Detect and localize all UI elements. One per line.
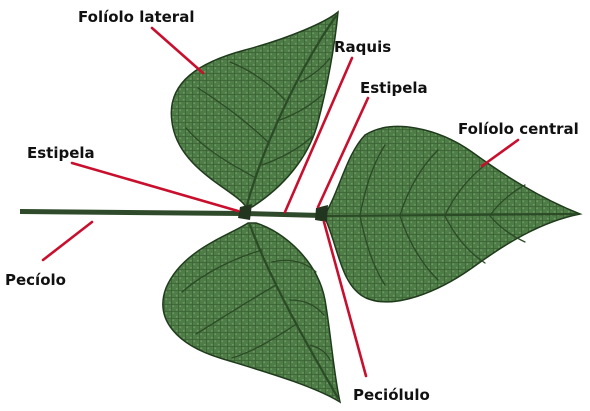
label-stipel-left: Estipela xyxy=(27,144,95,162)
label-petiolule: Peciólulo xyxy=(353,386,430,404)
upper-lateral-leaflet xyxy=(171,12,338,207)
leader-petiole xyxy=(43,222,92,260)
label-stipel-right: Estipela xyxy=(360,79,428,97)
central-leaflet xyxy=(324,127,580,302)
label-rachis: Raquis xyxy=(334,38,391,56)
leader-lateral-leaflet xyxy=(152,28,203,73)
label-lateral-leaflet: Folíolo lateral xyxy=(78,8,194,26)
label-petiole: Pecíolo xyxy=(5,271,66,289)
petiole-stalk xyxy=(20,209,322,218)
label-central-leaflet: Folíolo central xyxy=(458,120,579,138)
stipel-left-shape xyxy=(238,204,252,220)
lower-lateral-leaflet xyxy=(163,223,340,402)
leader-central-leaflet xyxy=(482,140,518,166)
